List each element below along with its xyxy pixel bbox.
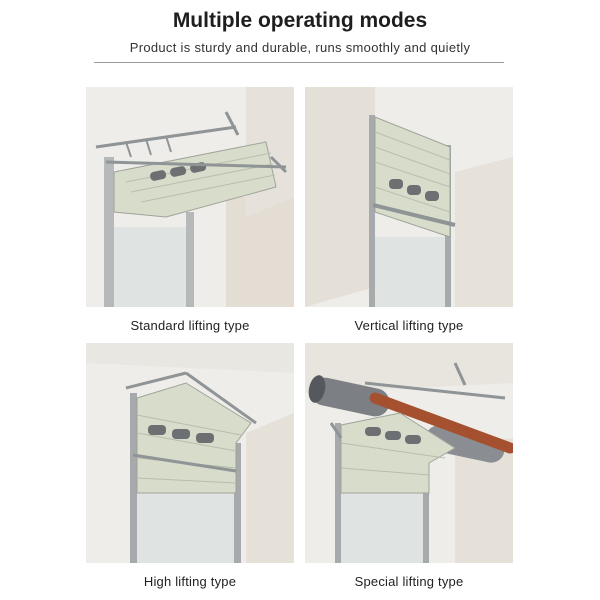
standard-lifting-caption: Standard lifting type [130,318,250,333]
title-divider [94,62,504,63]
standard-lifting-door-illustration [86,87,294,307]
vertical-lifting-door-illustration [305,87,513,307]
page-title: Multiple operating modes [172,9,428,32]
special-lifting-door-illustration [305,343,513,563]
high-lifting-caption: High lifting type [143,574,237,589]
page-subtitle: Product is sturdy and durable, runs smoo… [129,40,471,55]
special-lifting-caption: Special lifting type [354,574,464,589]
vertical-lifting-caption: Vertical lifting type [354,318,464,333]
high-lifting-door-illustration [86,343,294,563]
